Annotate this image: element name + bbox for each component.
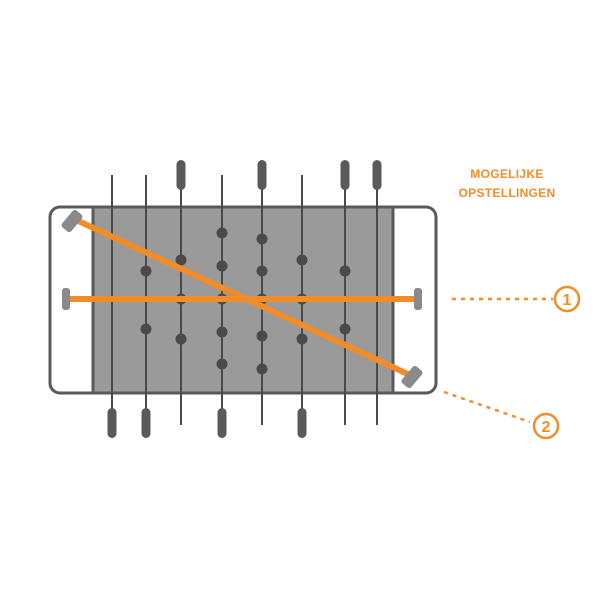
player-dot [140,265,152,277]
placement-line-2 [69,215,415,379]
rod-handle-1 [107,408,117,438]
callout-1: 1 [553,285,581,313]
callout-2-label: 2 [542,419,551,436]
player-dot [175,333,187,345]
numbered-circle-icon [553,285,581,313]
bumper-right-mid [414,288,422,310]
rod-handle-7 [340,160,350,190]
player-dot [216,227,228,239]
player-dot [216,326,228,338]
callout-2: 2 [532,412,560,440]
rod-handle-8 [372,160,382,190]
player-dot [339,265,351,277]
rod-handle-4 [217,408,227,438]
player-dot [216,260,228,272]
bumper-top-left [61,209,83,233]
rods-group [107,160,382,438]
player-dot [256,233,268,245]
bumper-bottom-right [401,365,423,389]
rod-handle-6 [297,408,307,438]
rod-handle-2 [141,408,151,438]
player-dot [140,323,152,335]
diagram-title-line-1: MOGELIJKE [470,167,544,181]
bumper-left-mid [62,288,70,310]
diagram-title-line-2: OPSTELLINGEN [458,186,556,200]
player-dot [216,358,228,370]
player-dot [175,254,187,266]
player-dot [339,323,351,335]
player-dot [256,265,268,277]
numbered-circle-icon [532,412,560,440]
rod-handle-3 [176,160,186,190]
player-dot [256,330,268,342]
player-dot [256,363,268,375]
callout-1-label: 1 [563,292,572,309]
player-dot [296,254,308,266]
player-dot [296,333,308,345]
callout-leader-2 [443,390,531,424]
rod-handle-5 [257,160,267,190]
